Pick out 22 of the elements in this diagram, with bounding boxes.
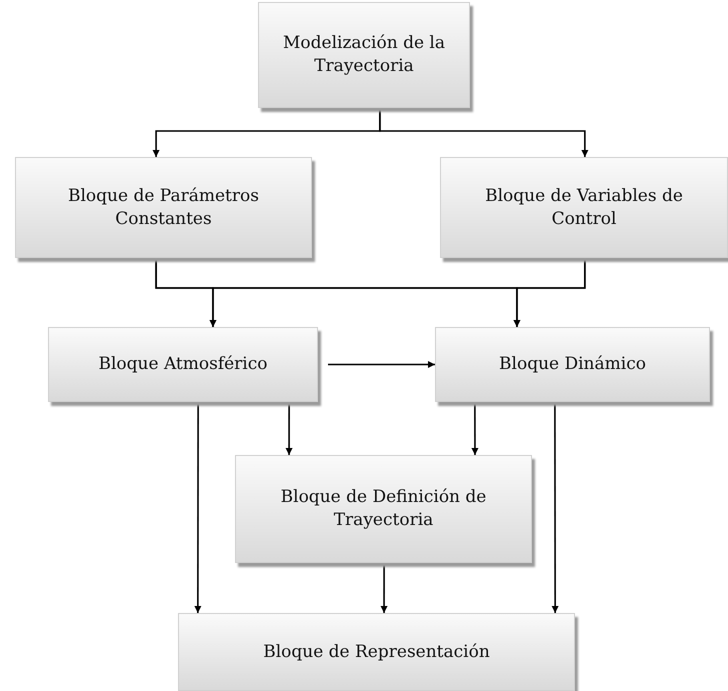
box-label: Bloque de Representación xyxy=(263,640,490,664)
arrow xyxy=(379,108,588,157)
process-box xyxy=(178,613,575,691)
process-box xyxy=(48,327,318,402)
arrow xyxy=(380,563,388,613)
process-box xyxy=(15,157,312,258)
arrow xyxy=(328,361,435,368)
arrow xyxy=(194,402,202,613)
process-box xyxy=(440,157,728,258)
arrow xyxy=(286,402,293,455)
arrow xyxy=(552,402,559,613)
process-box xyxy=(435,327,710,402)
box-label: Modelización de la Trayectoria xyxy=(282,32,446,78)
process-box xyxy=(258,2,470,108)
arrow xyxy=(471,402,478,455)
box-label: Bloque Dinámico xyxy=(499,353,646,376)
process-box xyxy=(235,455,532,563)
arrow xyxy=(513,258,586,327)
box-label: Bloque de Variables de Control xyxy=(484,184,684,230)
box-label: Bloque Atmosférico xyxy=(98,353,268,376)
box-label: Bloque de Parámetros Constantes xyxy=(67,184,260,230)
box-label: Bloque de Definición de Trayectoria xyxy=(280,486,488,532)
